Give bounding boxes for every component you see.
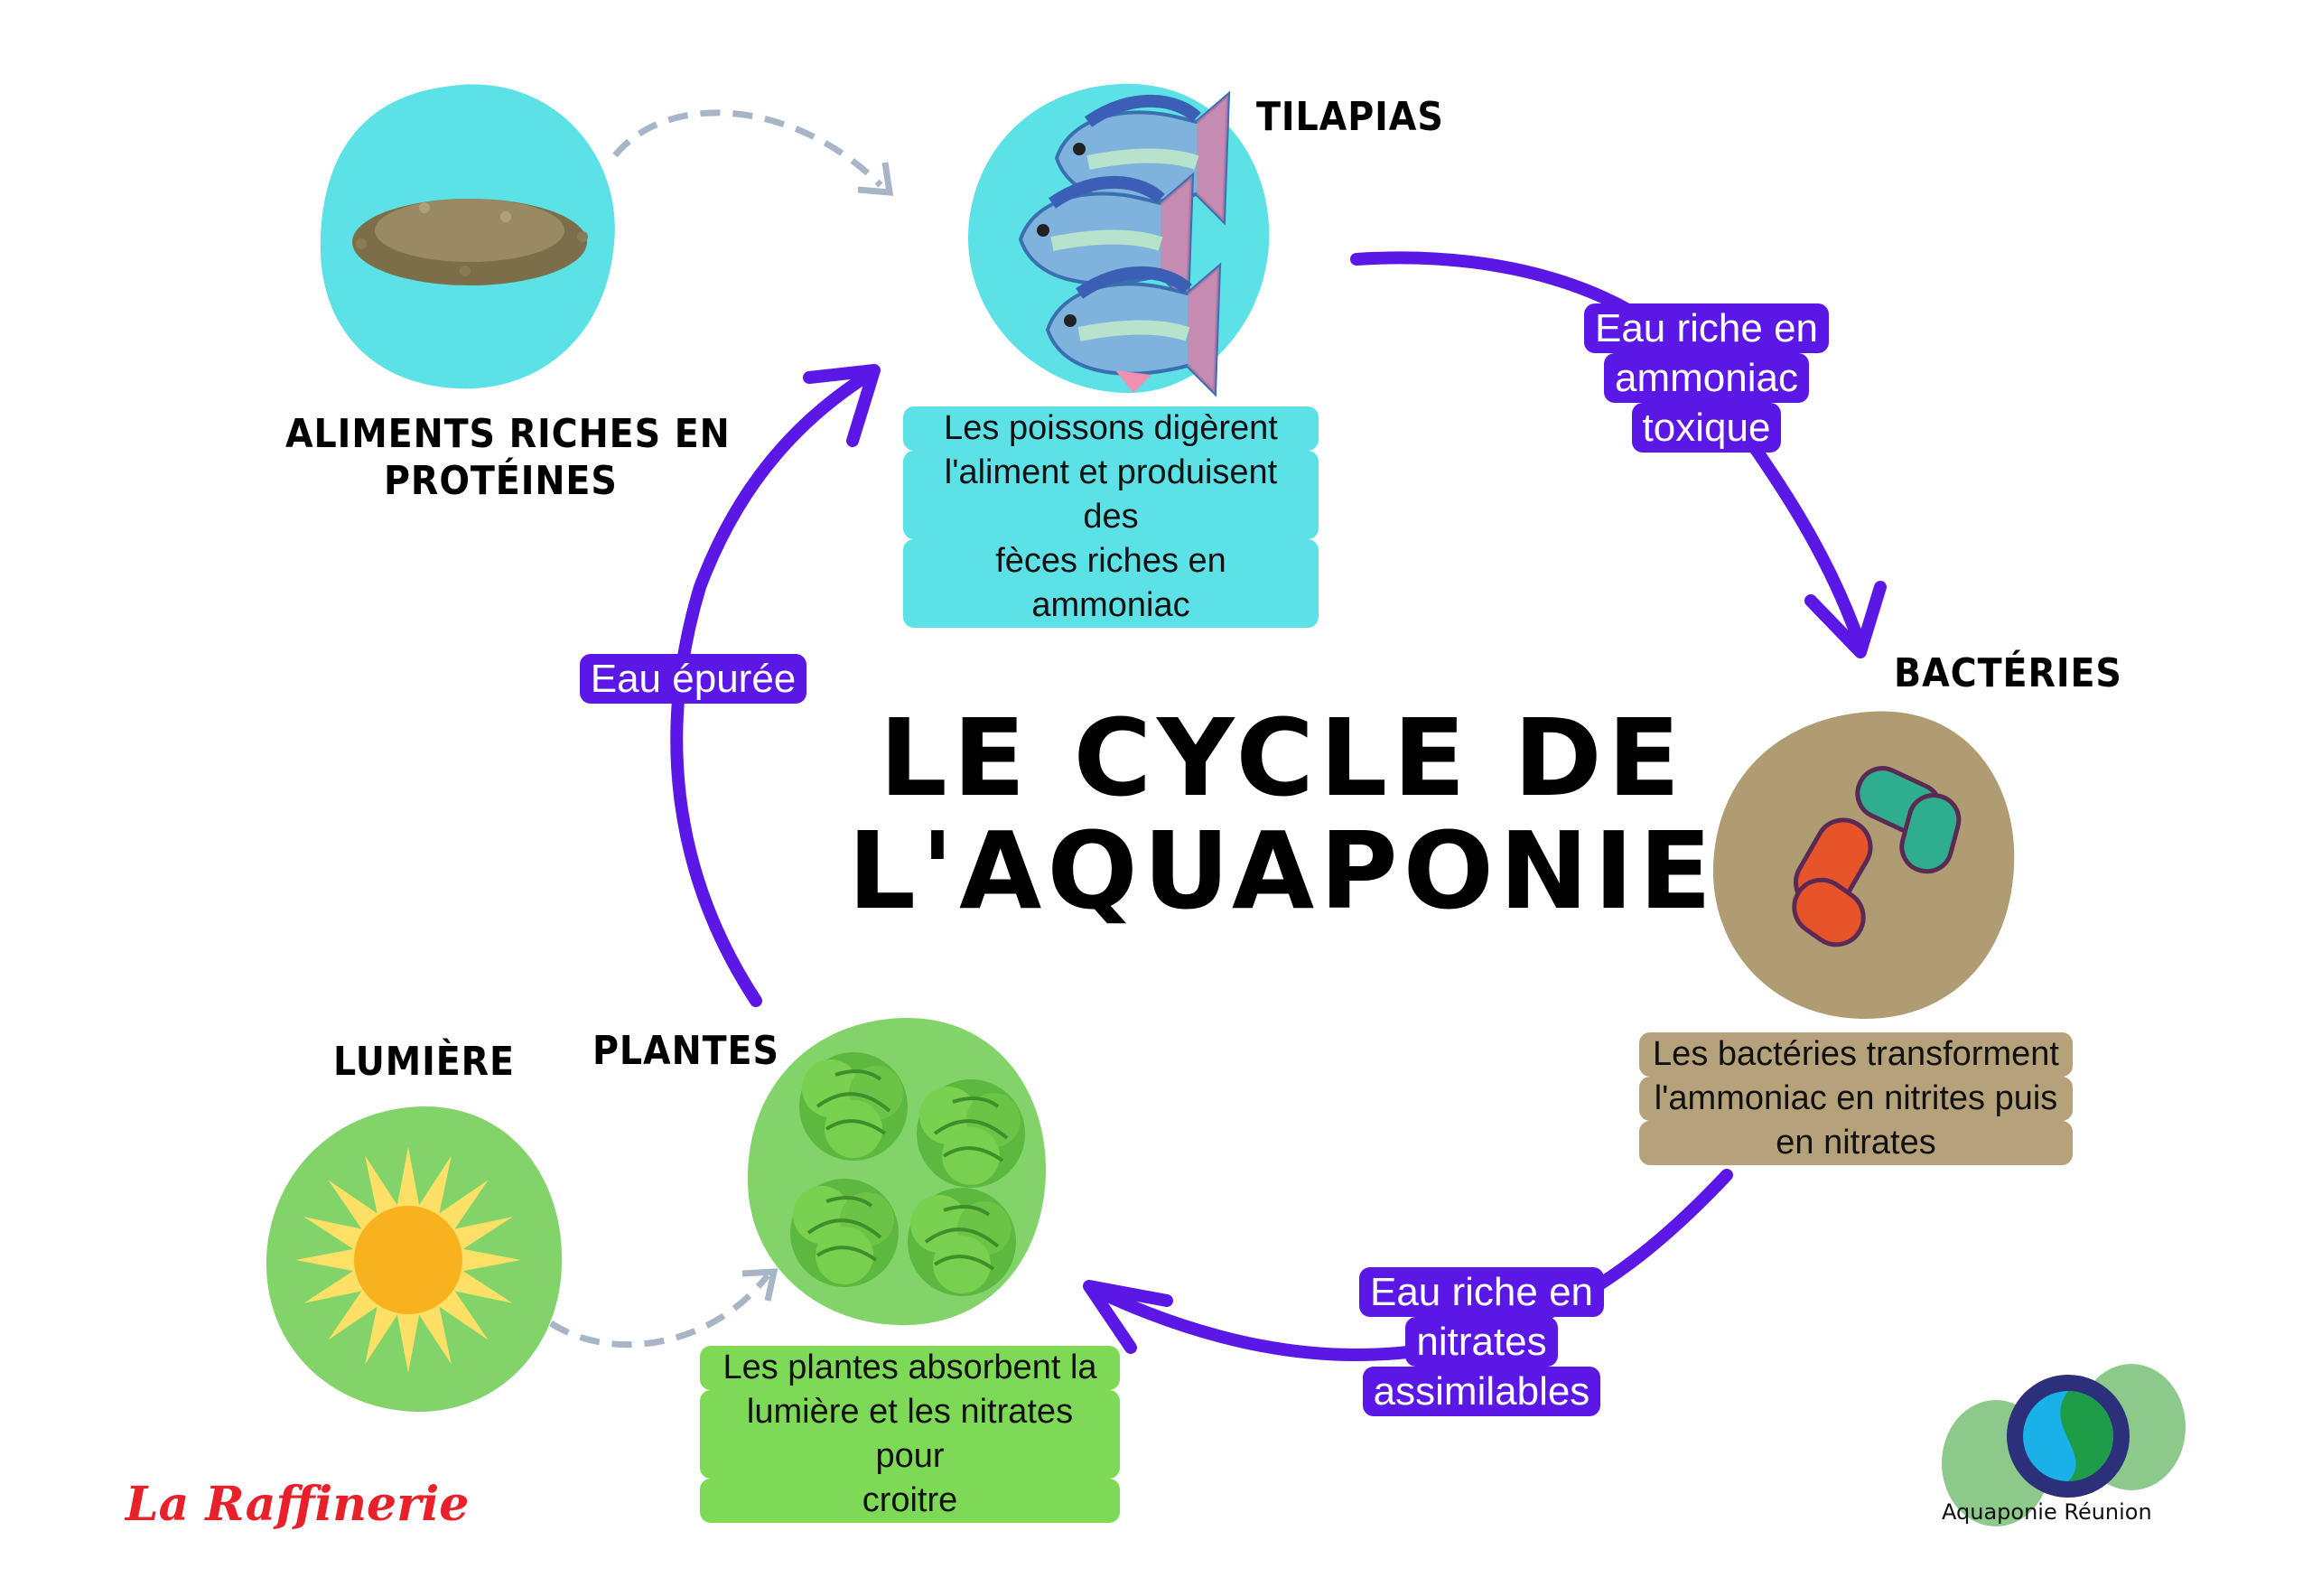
light-node — [266, 1106, 563, 1413]
plants-node — [747, 1017, 1047, 1326]
arrowhead-icon — [1804, 581, 1887, 658]
plants-label: PLANTES — [592, 1028, 779, 1074]
arrowhead-icon — [803, 364, 881, 447]
food-label-line2: PROTÉINES — [384, 458, 618, 504]
caption-line: fèces riches en ammoniac — [903, 539, 1319, 628]
caption-line: croitre — [700, 1479, 1120, 1523]
brand-logo-la-raffinerie: La Raffinerie — [126, 1477, 470, 1532]
food-node — [320, 84, 615, 389]
aquaponie-reunion-logo — [1942, 1364, 2186, 1526]
caption-line: en nitrates — [1639, 1121, 2073, 1165]
bacteria-label: BACTÉRIES — [1894, 650, 2122, 696]
logo-text: Aquaponie Réunion — [1942, 1499, 2152, 1525]
label-purified-water: Eau épurée — [578, 654, 808, 704]
arrowhead-icon — [1083, 1280, 1173, 1354]
caption-line: Les plantes absorbent la — [700, 1346, 1120, 1390]
dashed-arrow-light-to-plants — [549, 1273, 770, 1349]
label-ammonia-water: Eau riche en ammoniac toxique — [1582, 303, 1831, 453]
lettuce-icon — [797, 1050, 909, 1162]
bacteria-caption: Les bactéries transforment l'ammoniac en… — [1639, 1032, 2073, 1165]
sun-disc — [354, 1206, 462, 1314]
plants-caption: Les plantes absorbent la lumière et les … — [700, 1346, 1120, 1523]
tag-line: ammoniac — [1604, 353, 1809, 403]
pellets-icon — [352, 199, 588, 285]
fish-label: TILAPIAS — [1256, 94, 1444, 140]
caption-line: lumière et les nitrates pour — [700, 1390, 1120, 1479]
tag-line: nitrates — [1405, 1317, 1558, 1367]
arrow-plants-to-fish — [670, 367, 878, 1007]
caption-line: l'aliment et produisent des — [903, 451, 1319, 539]
tag-line: toxique — [1631, 403, 1782, 453]
fish-caption: Les poissons digèrent l'aliment et produ… — [903, 406, 1319, 628]
lettuce-icon — [788, 1177, 900, 1289]
title-line2: L'AQUAPONIE — [847, 808, 1718, 933]
arrow-bacteria-to-plants — [1088, 1169, 1733, 1361]
label-nitrate-water: Eau riche en nitrates assimilables — [1357, 1267, 1606, 1416]
dashed-arrow-food-to-fish — [612, 109, 883, 188]
caption-line: l'ammoniac en nitrites puis — [1639, 1077, 2073, 1121]
title-line1: LE CYCLE DE — [879, 695, 1686, 820]
tag-line: assimilables — [1362, 1367, 1601, 1416]
food-label: ALIMENTS RICHES EN — [285, 411, 731, 457]
light-label: LUMIÈRE — [333, 1039, 516, 1085]
bacteria-icon — [1792, 766, 1962, 947]
tag-line: Eau épurée — [579, 654, 807, 704]
lettuce-icon — [906, 1186, 1018, 1298]
caption-line: Les bactéries transforment — [1639, 1032, 2073, 1077]
fish-node — [967, 83, 1270, 393]
lettuce-icon — [915, 1078, 1027, 1190]
dashed-arrowhead-icon — [857, 162, 894, 196]
bacteria-node — [1712, 711, 2015, 1020]
sun-icon — [295, 1147, 521, 1373]
caption-line: Les poissons digèrent — [903, 406, 1319, 451]
dashed-arrowhead-icon — [741, 1268, 778, 1302]
tag-line: Eau riche en — [1583, 303, 1830, 353]
tag-line: Eau riche en — [1358, 1267, 1605, 1317]
